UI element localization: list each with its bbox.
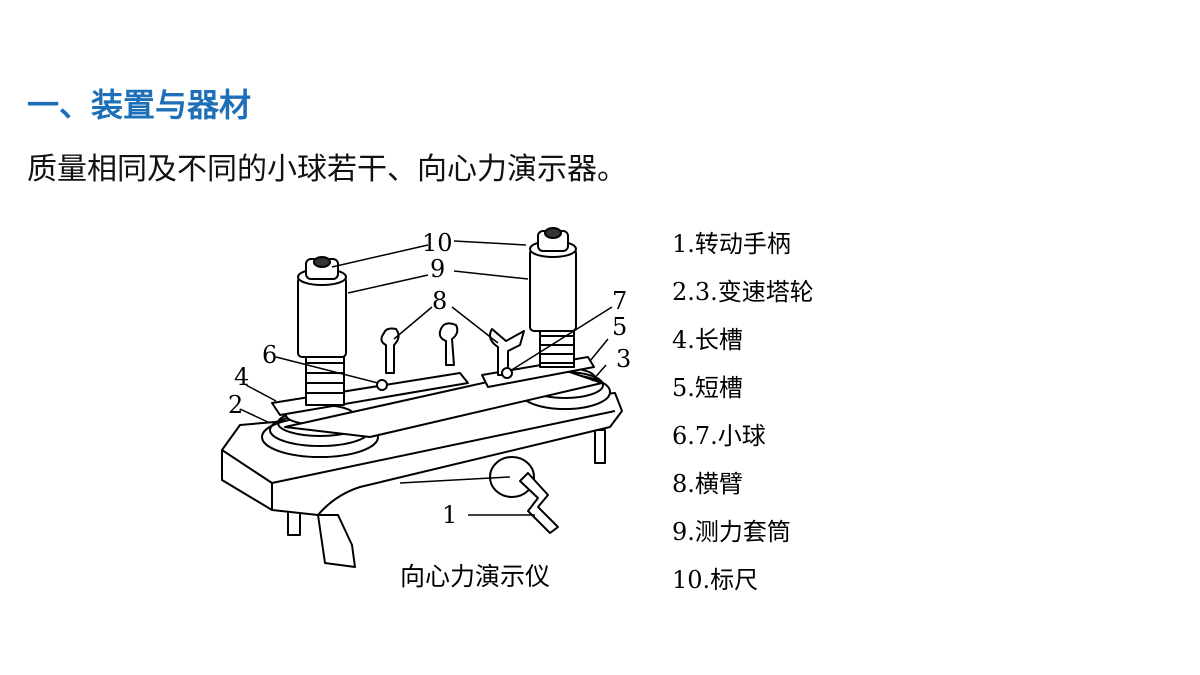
callout-6: 6: [262, 341, 277, 369]
parts-legend: 1.转动手柄 2.3.变速塔轮 4.长槽 5.短槽 6.7.小球 8.横臂 9.…: [672, 225, 814, 609]
callout-7: 7: [612, 287, 627, 315]
force-sleeve-left: [297, 276, 347, 358]
ball-7: [501, 367, 513, 379]
force-sleeve-right: [529, 248, 577, 332]
callout-10: 10: [422, 229, 453, 257]
legend-item: 8.横臂: [672, 470, 743, 498]
callout-9: 9: [430, 255, 445, 283]
lever-arm-middle: [438, 322, 459, 366]
legend-item: 4.长槽: [672, 326, 743, 354]
lever-arm-right: [489, 328, 525, 376]
crank-arm: [519, 472, 559, 534]
spring-left: [305, 352, 345, 406]
callout-8: 8: [432, 287, 447, 315]
materials-text: 质量相同及不同的小球若干、向心力演示器。: [27, 152, 627, 187]
callout-2: 2: [228, 391, 243, 419]
section-heading: 一、装置与器材: [27, 86, 252, 124]
legend-item: 1.转动手柄: [672, 230, 791, 258]
callout-1: 1: [442, 501, 457, 529]
legend-item: 5.短槽: [672, 374, 743, 402]
crank-hub: [489, 456, 535, 498]
legend-item: 10.标尺: [672, 566, 759, 594]
callout-5: 5: [612, 313, 627, 341]
base-leg-front: [317, 514, 356, 568]
callout-4: 4: [234, 363, 249, 391]
legend-item: 6.7.小球: [672, 422, 766, 450]
legend-item: 9.测力套筒: [672, 518, 791, 546]
spring-right: [539, 326, 575, 368]
centripetal-force-apparatus-figure: 10 9 8 7 6 5 4 3 2 1 向心力演示仪: [210, 215, 650, 595]
lever-arm-left: [380, 327, 400, 374]
figure-caption: 向心力演示仪: [400, 562, 551, 591]
ball-6: [376, 379, 388, 391]
drive-belt: [284, 366, 603, 438]
apparatus-drawing: 10 9 8 7 6 5 4 3 2 1: [221, 227, 631, 568]
callout-3: 3: [616, 345, 631, 373]
base-leg-right: [594, 429, 606, 464]
legend-item: 2.3.变速塔轮: [672, 278, 814, 306]
